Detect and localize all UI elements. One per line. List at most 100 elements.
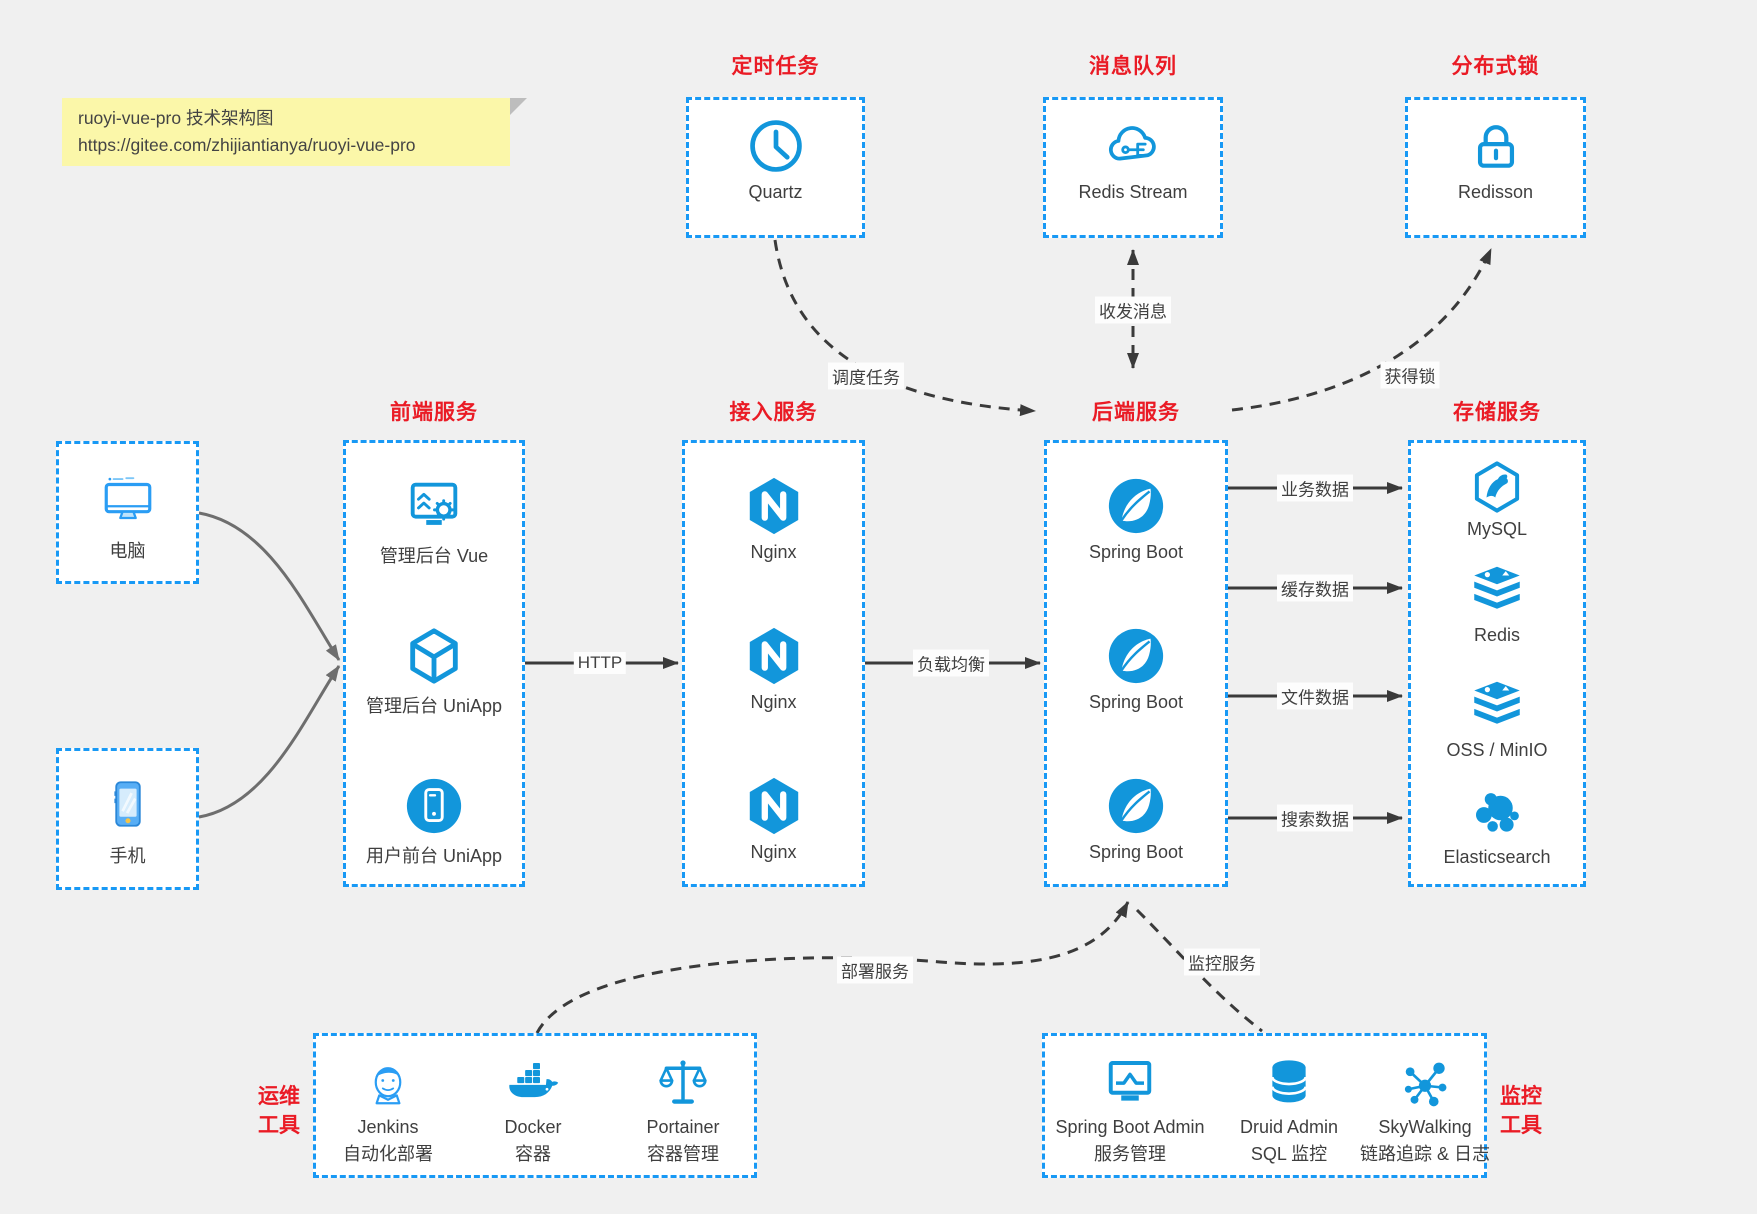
storage-node-elasticsearch: Elasticsearch xyxy=(1411,787,1583,868)
node-label-sba: Spring Boot Admin xyxy=(1055,1117,1205,1137)
node-label-quartz: Quartz xyxy=(748,182,803,202)
spring-icon xyxy=(1105,475,1167,537)
group-title-distributed-lock: 分布式锁 xyxy=(1451,55,1540,78)
uniapp-cube-icon xyxy=(403,625,465,687)
druid-icon xyxy=(1261,1056,1317,1112)
column-storage: MySQL Redis OSS / MinIO Elasticsearch xyxy=(1408,440,1586,887)
column-title-storage: 存储服务 xyxy=(1453,401,1541,424)
storage-node-mysql: MySQL xyxy=(1411,459,1583,540)
nginx-icon xyxy=(743,475,805,537)
frontend-node-admin-vue: 管理后台 Vue xyxy=(346,475,522,568)
storage-stack-icon xyxy=(1469,680,1525,736)
edge-label-message: 收发消息 xyxy=(1095,296,1171,324)
group-scheduled-task: Quartz xyxy=(686,97,865,238)
group-ops-tools: Jenkins 自动化部署 Docker 容器 Portainer 容器管理 xyxy=(313,1033,757,1178)
client-pc: 电脑 xyxy=(56,441,199,584)
edge-label-deploy: 部署服务 xyxy=(837,956,913,984)
nginx-icon xyxy=(743,775,805,837)
node-label-springboot-3: Spring Boot xyxy=(1088,842,1184,862)
edge-label-file-data: 文件数据 xyxy=(1277,682,1353,710)
cloud-message-icon xyxy=(1103,116,1163,176)
spring-boot-admin-icon xyxy=(1102,1056,1158,1112)
ops-title-line1: 运维 xyxy=(258,1085,300,1108)
storage-node-redis: Redis xyxy=(1411,565,1583,646)
edge-label-monitor: 监控服务 xyxy=(1184,948,1260,976)
node-sublabel-jenkins: 自动化部署 xyxy=(343,1144,433,1164)
node-label-mysql: MySQL xyxy=(1466,519,1527,539)
redis-stack-icon xyxy=(1469,565,1525,621)
gateway-node-2: Nginx xyxy=(685,625,862,713)
node-label-nginx-2: Nginx xyxy=(750,692,797,712)
node-sublabel-docker: 容器 xyxy=(515,1144,551,1164)
group-title-monitor-tools: 监控 工具 xyxy=(1489,1082,1553,1140)
clock-icon xyxy=(746,116,806,176)
monitor-node-sba: Spring Boot Admin 服务管理 xyxy=(1045,1056,1215,1166)
ops-title-line2: 工具 xyxy=(258,1114,300,1137)
portainer-icon xyxy=(655,1056,711,1112)
storage-node-oss: OSS / MinIO xyxy=(1411,680,1583,761)
group-monitor-tools: Spring Boot Admin 服务管理 Druid Admin SQL 监… xyxy=(1042,1033,1490,1178)
group-title-scheduled-task: 定时任务 xyxy=(731,55,820,78)
smartphone-icon xyxy=(99,775,157,833)
node-label-oss-minio: OSS / MinIO xyxy=(1446,740,1548,760)
client-phone: 手机 xyxy=(56,748,199,890)
edge-label-schedule: 调度任务 xyxy=(828,362,904,390)
node-label-elasticsearch: Elasticsearch xyxy=(1443,847,1551,867)
node-label-springboot-2: Spring Boot xyxy=(1088,692,1184,712)
column-frontend: 管理后台 Vue 管理后台 UniApp 用户前台 UniApp xyxy=(343,440,525,887)
backend-node-3: Spring Boot xyxy=(1047,775,1225,863)
gateway-node-1: Nginx xyxy=(685,475,862,563)
column-title-backend: 后端服务 xyxy=(1092,401,1180,424)
monitor-title-line1: 监控 xyxy=(1500,1085,1542,1108)
node-sublabel-druid: SQL 监控 xyxy=(1250,1144,1328,1164)
group-title-ops-tools: 运维 工具 xyxy=(248,1082,310,1140)
node-sublabel-sba: 服务管理 xyxy=(1094,1144,1166,1164)
elasticsearch-icon xyxy=(1469,787,1525,843)
user-app-icon xyxy=(403,775,465,837)
edge-label-business-data: 业务数据 xyxy=(1277,474,1353,502)
column-title-frontend: 前端服务 xyxy=(390,401,478,424)
edge-label-load-balance: 负载均衡 xyxy=(913,649,989,677)
group-title-message-queue: 消息队列 xyxy=(1089,55,1177,78)
column-backend: Spring Boot Spring Boot Spring Boot xyxy=(1044,440,1228,887)
column-gateway: Nginx Nginx Nginx xyxy=(682,440,865,887)
backend-node-1: Spring Boot xyxy=(1047,475,1225,563)
ops-node-docker: Docker 容器 xyxy=(458,1056,608,1166)
node-label-nginx-3: Nginx xyxy=(750,842,797,862)
gateway-node-3: Nginx xyxy=(685,775,862,863)
docker-icon xyxy=(505,1056,561,1112)
lock-icon xyxy=(1466,116,1526,176)
mysql-icon xyxy=(1469,459,1525,515)
node-label-pc: 电脑 xyxy=(109,541,146,561)
node-label-redisson: Redisson xyxy=(1457,182,1534,202)
edge-label-http: HTTP xyxy=(573,652,627,674)
spring-icon xyxy=(1105,775,1167,837)
monitor-node-skywalking: SkyWalking 链路追踪 & 日志 xyxy=(1340,1056,1510,1166)
node-label-nginx-1: Nginx xyxy=(750,542,797,562)
node-label-docker: Docker xyxy=(504,1117,562,1137)
ops-node-portainer: Portainer 容器管理 xyxy=(608,1056,758,1166)
node-label-redis: Redis xyxy=(1473,625,1521,645)
column-title-gateway: 接入服务 xyxy=(729,401,818,424)
node-label-phone: 手机 xyxy=(109,846,146,866)
nginx-icon xyxy=(743,625,805,687)
ops-node-jenkins: Jenkins 自动化部署 xyxy=(313,1056,463,1166)
spring-icon xyxy=(1105,625,1167,687)
node-sublabel-portainer: 容器管理 xyxy=(647,1144,719,1164)
node-label-jenkins: Jenkins xyxy=(357,1117,419,1137)
node-label-springboot-1: Spring Boot xyxy=(1088,542,1184,562)
edge-label-lock: 获得锁 xyxy=(1380,361,1440,389)
sticky-note: ruoyi-vue-pro 技术架构图 https://gitee.com/zh… xyxy=(62,98,527,166)
node-label-admin-vue: 管理后台 Vue xyxy=(379,546,489,566)
edge-label-cache-data: 缓存数据 xyxy=(1277,574,1353,602)
group-message-queue: Redis Stream xyxy=(1043,97,1223,238)
monitor-node-druid: Druid Admin SQL 监控 xyxy=(1204,1056,1374,1166)
edge-label-search-data: 搜索数据 xyxy=(1277,804,1353,832)
monitor-title-line2: 工具 xyxy=(1500,1114,1542,1137)
backend-node-2: Spring Boot xyxy=(1047,625,1225,713)
frontend-node-user-uniapp: 用户前台 UniApp xyxy=(346,775,522,868)
skywalking-icon xyxy=(1397,1056,1453,1112)
note-title: ruoyi-vue-pro 技术架构图 xyxy=(78,108,274,128)
frontend-node-admin-uniapp: 管理后台 UniApp xyxy=(346,625,522,718)
